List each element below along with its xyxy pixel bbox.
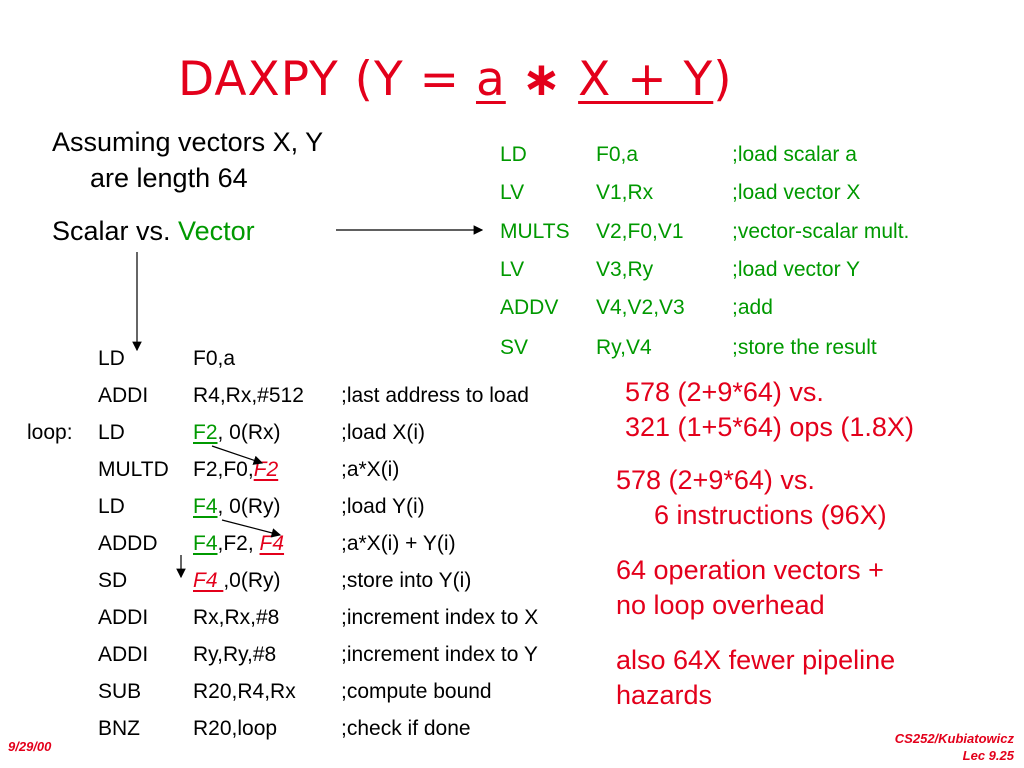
scalar-comment: ;last address to load	[341, 384, 529, 407]
scalar-comment: ;a*X(i) + Y(i)	[341, 532, 456, 555]
vector-op: SV	[500, 336, 529, 359]
ops-comparison-line2: 321 (1+5*64) ops (1.8X)	[625, 412, 914, 442]
scalar-args: Ry,Ry,#8	[193, 643, 277, 666]
slide-date: 9/29/00	[8, 739, 52, 754]
vector-op: LV	[500, 258, 525, 281]
scalar-args: F4 ,0(Ry)	[193, 569, 281, 593]
scalar-op: ADDD	[98, 532, 158, 555]
ops-comparison-line1: 578 (2+9*64) vs.	[625, 377, 824, 407]
scalar-op: BNZ	[98, 717, 140, 740]
register-f4-highlight: F4	[193, 532, 218, 555]
vector-op: LV	[500, 181, 525, 204]
scalar-args: F4,F2, F4	[193, 532, 284, 556]
args-pre: F2,F0,	[193, 458, 254, 481]
args-mid: ,F2,	[217, 532, 260, 555]
vector-args: V2,F0,V1	[596, 220, 684, 243]
scalar-op: SUB	[98, 680, 142, 703]
vector-comment: ;load scalar a	[732, 143, 857, 166]
scalar-op: LD	[98, 347, 125, 370]
vector-args: Ry,V4	[596, 336, 652, 359]
f2-dependency-arrow	[211, 445, 264, 465]
args-rest: , 0(Ry)	[217, 495, 281, 518]
scalar-comment: ;load X(i)	[341, 421, 426, 444]
slide-title: DAXPY (Y = a ∗ X + Y)	[178, 52, 733, 107]
scalar-op: ADDI	[98, 606, 149, 629]
instr-comparison-line1: 578 (2+9*64) vs.	[616, 465, 815, 495]
vector-comment: ;load vector X	[732, 181, 861, 204]
title-scalar-a: a	[475, 52, 506, 107]
scalar-comment: ;check if done	[341, 717, 471, 740]
vector-args: V4,V2,V3	[596, 296, 685, 319]
vector-comment: ;add	[732, 296, 773, 319]
vector-op: LD	[500, 143, 527, 166]
scalar-comment: ;a*X(i)	[341, 458, 400, 481]
title-suffix: )	[713, 52, 733, 107]
scalar-args: R20,R4,Rx	[193, 680, 296, 703]
scalar-op: LD	[98, 495, 125, 518]
scalar-args: F4, 0(Ry)	[193, 495, 281, 519]
course-label: CS252/Kubiatowicz	[894, 731, 1014, 746]
scalar-args: F2, 0(Rx)	[193, 421, 281, 445]
instr-comparison-line2: 6 instructions (96X)	[654, 500, 887, 530]
register-f2-highlight: F2	[193, 421, 218, 444]
bullet-assumption-line2: are length 64	[90, 163, 248, 193]
scalar-vs-label: Scalar vs.	[52, 216, 179, 246]
scalar-op: LD	[98, 421, 125, 444]
vector-comment: ;vector-scalar mult.	[732, 220, 910, 243]
hazards-line2: hazards	[616, 680, 713, 710]
f4-dependency-arrow	[221, 519, 282, 538]
bullet-assumption-line1: Assuming vectors X, Y	[52, 127, 324, 157]
scalar-op: ADDI	[98, 643, 149, 666]
bullet-scalar-vs-vector: Scalar vs. Vector	[52, 216, 255, 247]
vector-op: ADDV	[500, 296, 559, 319]
register-f4-highlight: F4	[193, 495, 218, 518]
title-prefix: DAXPY (Y =	[178, 52, 476, 107]
scalar-op: SD	[98, 569, 128, 592]
scalar-comment: ;store into Y(i)	[341, 569, 472, 592]
scalar-comment: ;compute bound	[341, 680, 492, 703]
register-f4-highlight: F4	[259, 532, 285, 555]
vector-args: V1,Rx	[596, 181, 654, 204]
loop-overhead-line1: 64 operation vectors +	[616, 555, 884, 585]
vector-comment: ;store the result	[732, 336, 877, 359]
loop-label: loop:	[27, 421, 73, 444]
vector-comment: ;load vector Y	[732, 258, 861, 281]
args-rest: ,0(Ry)	[223, 569, 281, 592]
lecture-number: Lec 9.25	[962, 748, 1014, 763]
scalar-op: MULTD	[98, 458, 169, 481]
vector-label: Vector	[178, 216, 255, 246]
scalar-args: Rx,Rx,#8	[193, 606, 280, 629]
scalar-args: F0,a	[193, 347, 236, 370]
title-expression: X + Y	[578, 52, 714, 107]
vector-args: V3,Ry	[596, 258, 654, 281]
scalar-op: ADDI	[98, 384, 149, 407]
vector-op: MULTS	[500, 220, 570, 243]
scalar-comment: ;increment index to X	[341, 606, 539, 629]
vector-args: F0,a	[596, 143, 639, 166]
scalar-args: R4,Rx,#512	[193, 384, 304, 407]
title-star: ∗	[521, 52, 563, 107]
register-f4-highlight: F4	[193, 569, 224, 592]
hazards-line1: also 64X fewer pipeline	[616, 645, 896, 675]
scalar-comment: ;load Y(i)	[341, 495, 425, 518]
loop-overhead-line2: no loop overhead	[616, 590, 825, 620]
slide-footer-right: CS252/Kubiatowicz Lec 9.25	[895, 730, 1014, 764]
args-rest: , 0(Rx)	[217, 421, 281, 444]
scalar-args: R20,loop	[193, 717, 278, 740]
scalar-comment: ;increment index to Y	[341, 643, 538, 666]
